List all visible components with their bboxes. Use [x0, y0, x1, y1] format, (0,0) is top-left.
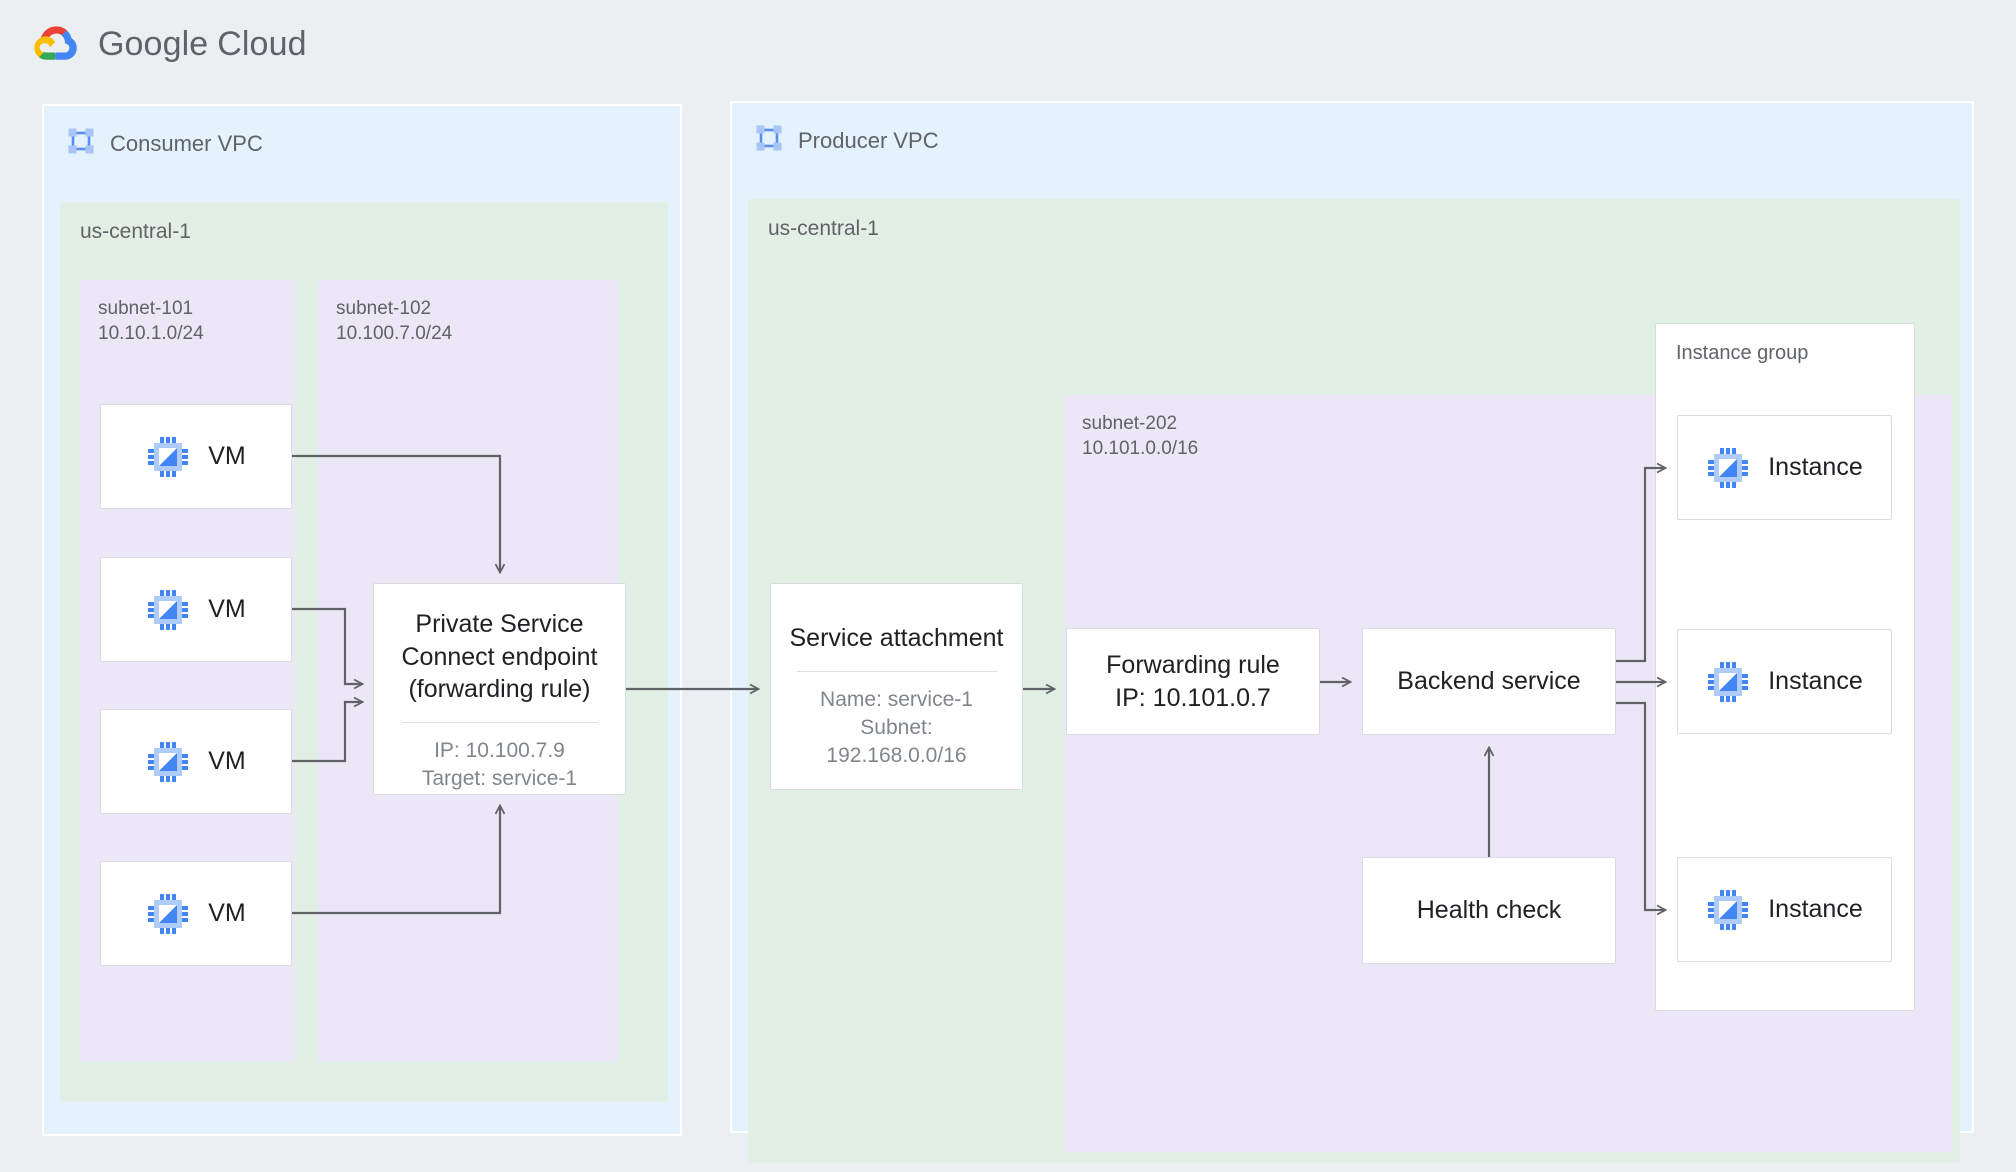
psc-endpoint-target: Target: service-1 — [421, 766, 578, 790]
psc-endpoint-title-line1: Private Service — [415, 610, 584, 638]
subnet-101-label: subnet-101 10.10.1.0/24 — [98, 296, 204, 346]
instance-3[interactable]: Instance — [1677, 857, 1892, 962]
vm-instance-icon — [146, 892, 190, 936]
service-attachment-details: Name: service-1 Subnet: 192.168.0.0/16 — [820, 686, 973, 770]
psc-endpoint-details: IP: 10.100.7.9 Target: service-1 — [422, 737, 577, 793]
subnet-102-cidr: 10.100.7.0/24 — [336, 323, 453, 345]
psc-endpoint-title: Private Service Connect endpoint (forwar… — [402, 608, 598, 706]
vpc-network-icon — [754, 123, 784, 158]
backend-service-card[interactable]: Backend service — [1362, 628, 1616, 735]
google-cloud-logo — [30, 22, 82, 66]
forwarding-rule-line2: IP: 10.101.0.7 — [1115, 683, 1271, 712]
service-attachment-subnet-cidr: 192.168.0.0/16 — [826, 743, 967, 767]
subnet-102-name: subnet-102 — [336, 298, 432, 319]
consumer-region-label: us-central-1 — [80, 220, 191, 243]
consumer-vm-2[interactable]: VM — [100, 557, 292, 662]
subnet-101-cidr: 10.10.1.0/24 — [98, 323, 204, 345]
vm-instance-icon — [146, 740, 190, 784]
instance-2[interactable]: Instance — [1677, 629, 1892, 734]
subnet-202-name: subnet-202 — [1082, 413, 1178, 434]
service-attachment-subnet-label: Subnet: — [860, 715, 933, 739]
vm-instance-icon — [146, 588, 190, 632]
health-check-title: Health check — [1416, 896, 1562, 925]
vm-instance-icon — [1706, 660, 1750, 704]
psc-endpoint-title-line3: (forwarding rule) — [408, 675, 591, 703]
instance-1-label: Instance — [1768, 453, 1863, 481]
forwarding-rule-line1: Forwarding rule — [1106, 651, 1280, 679]
instance-2-label: Instance — [1768, 667, 1863, 695]
psc-endpoint-card[interactable]: Private Service Connect endpoint (forwar… — [373, 583, 626, 795]
psc-endpoint-ip: IP: 10.100.7.9 — [434, 738, 565, 762]
instance-1[interactable]: Instance — [1677, 415, 1892, 520]
service-attachment-name: Name: service-1 — [820, 687, 973, 711]
brand-cloud: Cloud — [217, 24, 307, 63]
backend-service-title: Backend service — [1397, 667, 1581, 696]
vm-instance-icon — [146, 435, 190, 479]
psc-endpoint-title-line2: Connect endpoint — [401, 642, 598, 671]
consumer-vm-2-label: VM — [208, 595, 246, 623]
health-check-card[interactable]: Health check — [1362, 857, 1616, 964]
producer-vpc-header: Producer VPC — [732, 103, 1972, 158]
subnet-101-name: subnet-101 — [98, 298, 194, 319]
consumer-vpc-title: Consumer VPC — [110, 130, 263, 156]
forwarding-rule-card[interactable]: Forwarding rule IP: 10.101.0.7 — [1066, 628, 1320, 735]
vpc-network-icon — [66, 126, 96, 161]
consumer-vm-4-label: VM — [208, 899, 246, 927]
subnet-202-label: subnet-202 10.101.0.0/16 — [1082, 411, 1198, 461]
producer-vpc-title: Producer VPC — [798, 127, 939, 153]
consumer-vm-1[interactable]: VM — [100, 404, 292, 509]
instance-3-label: Instance — [1768, 895, 1863, 923]
consumer-vpc-header: Consumer VPC — [44, 106, 680, 161]
subnet-202-cidr: 10.101.0.0/16 — [1082, 438, 1199, 460]
vm-instance-icon — [1706, 888, 1750, 932]
service-attachment-card[interactable]: Service attachment Name: service-1 Subne… — [770, 583, 1023, 790]
vm-instance-icon — [1706, 446, 1750, 490]
service-attachment-title: Service attachment — [789, 624, 1004, 652]
consumer-vm-4[interactable]: VM — [100, 861, 292, 966]
instance-group-label: Instance group — [1676, 342, 1809, 364]
producer-region-label: us-central-1 — [768, 217, 879, 240]
service-attachment-divider — [796, 670, 997, 672]
brand-google: Google — [98, 24, 209, 63]
consumer-vm-3[interactable]: VM — [100, 709, 292, 814]
forwarding-rule-title: Forwarding rule IP: 10.101.0.7 — [1106, 649, 1280, 714]
subnet-102-label: subnet-102 10.100.7.0/24 — [336, 296, 452, 346]
consumer-vm-3-label: VM — [208, 747, 246, 775]
consumer-vm-1-label: VM — [208, 442, 246, 470]
psc-endpoint-divider — [401, 721, 598, 723]
